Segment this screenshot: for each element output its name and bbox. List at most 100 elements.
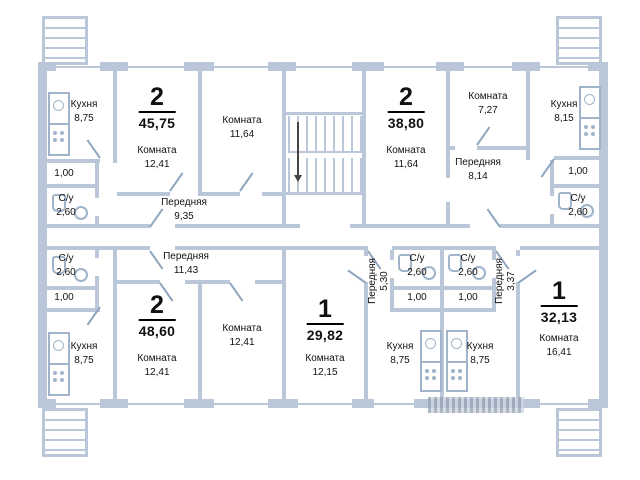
apartment-rooms-count: 2: [138, 292, 176, 321]
apartment-total-area: 48,60: [138, 323, 176, 339]
room-label-wc-bl: С/у 2,60: [56, 252, 75, 280]
wall: [394, 286, 440, 290]
wall: [492, 278, 496, 312]
room-label-wc-tr: С/у 2,60: [568, 192, 587, 220]
apartment-summary-br: 1 32,13: [540, 278, 578, 325]
room-name: Передняя: [494, 258, 505, 304]
sink-icon: [472, 266, 486, 280]
room-name: Комната: [468, 91, 508, 102]
kitchen-unit: [48, 332, 70, 396]
room-area: 2,60: [458, 267, 478, 278]
wall: [392, 308, 444, 312]
stair-landing-divider: [288, 151, 362, 158]
room-area: 3,37: [506, 271, 517, 291]
room-area: 2,60: [56, 207, 76, 218]
wall: [516, 250, 520, 256]
room-name: Кухня: [70, 99, 98, 110]
wall: [390, 250, 394, 260]
wall: [554, 184, 599, 188]
room-label-kitchen-tr: Кухня 8,15: [551, 98, 578, 126]
wall: [95, 250, 99, 258]
wall: [286, 192, 366, 195]
toilet-icon: [398, 254, 412, 272]
wall: [95, 216, 99, 224]
apartment-summary-tl: 2 45,75: [138, 84, 176, 131]
balcony: [42, 16, 88, 65]
room-label-room2-tr: Комната 7,27: [468, 90, 507, 118]
wall: [117, 280, 160, 284]
room-label-main-tr: Комната 11,64: [386, 144, 425, 172]
room-label-shaft-bm: 1,00: [407, 291, 426, 305]
wall: [500, 224, 601, 228]
apartment-rooms-count: 1: [306, 296, 344, 325]
wall: [477, 146, 530, 150]
room-area: 8,14: [468, 171, 488, 182]
wall: [364, 250, 368, 256]
room-area: 12,41: [229, 337, 255, 348]
room-name: Комната: [539, 333, 579, 344]
toilet-icon: [448, 254, 462, 272]
room-label-shaft-br: 1,00: [458, 291, 477, 305]
door: [149, 250, 164, 270]
room-area: 11,64: [229, 129, 255, 140]
room-area: 1,00: [407, 292, 427, 303]
wall: [516, 282, 520, 399]
door: [86, 139, 101, 159]
room-label-kitchen-bl: Кухня 8,75: [71, 340, 98, 368]
room-name: С/у: [570, 193, 586, 204]
sink-icon: [422, 266, 436, 280]
room-name: Кухня: [466, 341, 494, 352]
room-name: С/у: [58, 253, 74, 264]
window: [464, 62, 512, 71]
room-name: Кухня: [386, 341, 414, 352]
sink-icon: [74, 268, 88, 282]
room-label-hall-br: Передняя 3,37: [494, 258, 518, 304]
room-name: Передняя: [161, 197, 207, 208]
room-label-hall-tl: Передняя 9,35: [161, 196, 207, 224]
kitchen-unit: [48, 92, 70, 156]
door: [239, 172, 254, 192]
room-name: Комната: [137, 353, 177, 364]
wall: [113, 71, 117, 163]
room-area: 2,60: [568, 207, 588, 218]
apartment-rooms-count: 2: [138, 84, 176, 113]
room-area: 7,27: [478, 105, 498, 116]
room-area: 11,43: [173, 265, 199, 276]
apartment-total-area: 29,82: [306, 327, 344, 343]
wall: [198, 71, 202, 196]
door: [229, 282, 244, 302]
room-name: Комната: [137, 145, 177, 156]
room-area: 8,75: [470, 355, 490, 366]
room-name: Комната: [386, 145, 426, 156]
wall: [446, 202, 450, 224]
apartment-rooms-count: 1: [540, 278, 578, 307]
room-area: 8,15: [554, 113, 574, 124]
wall: [38, 62, 47, 408]
wall: [450, 146, 455, 150]
wall: [550, 214, 554, 224]
wall: [286, 112, 366, 115]
room-label-wc-br: С/у 2,60: [458, 252, 477, 280]
wall: [185, 280, 230, 284]
room-area: 1,00: [54, 168, 74, 179]
kitchen-unit: [420, 330, 442, 392]
room-label-hall-bl: Передняя 11,43: [163, 250, 209, 278]
window: [540, 399, 588, 408]
window: [128, 62, 184, 71]
wall: [440, 250, 444, 399]
wall: [520, 246, 601, 250]
room-label-kitchen-tl: Кухня 8,75: [71, 98, 98, 126]
wall: [390, 278, 394, 312]
window: [374, 399, 414, 408]
room-area: 12,41: [144, 159, 170, 170]
wall: [47, 286, 99, 290]
window: [128, 399, 184, 408]
room-label-room2-bl: Комната 12,41: [222, 322, 261, 350]
wall: [599, 62, 608, 408]
room-label-kitchen-br: Кухня 8,75: [467, 340, 494, 368]
wall: [202, 192, 240, 196]
room-label-room2-tl: Комната 11,64: [222, 114, 261, 142]
wall: [364, 282, 368, 399]
room-area: 1,00: [568, 166, 588, 177]
